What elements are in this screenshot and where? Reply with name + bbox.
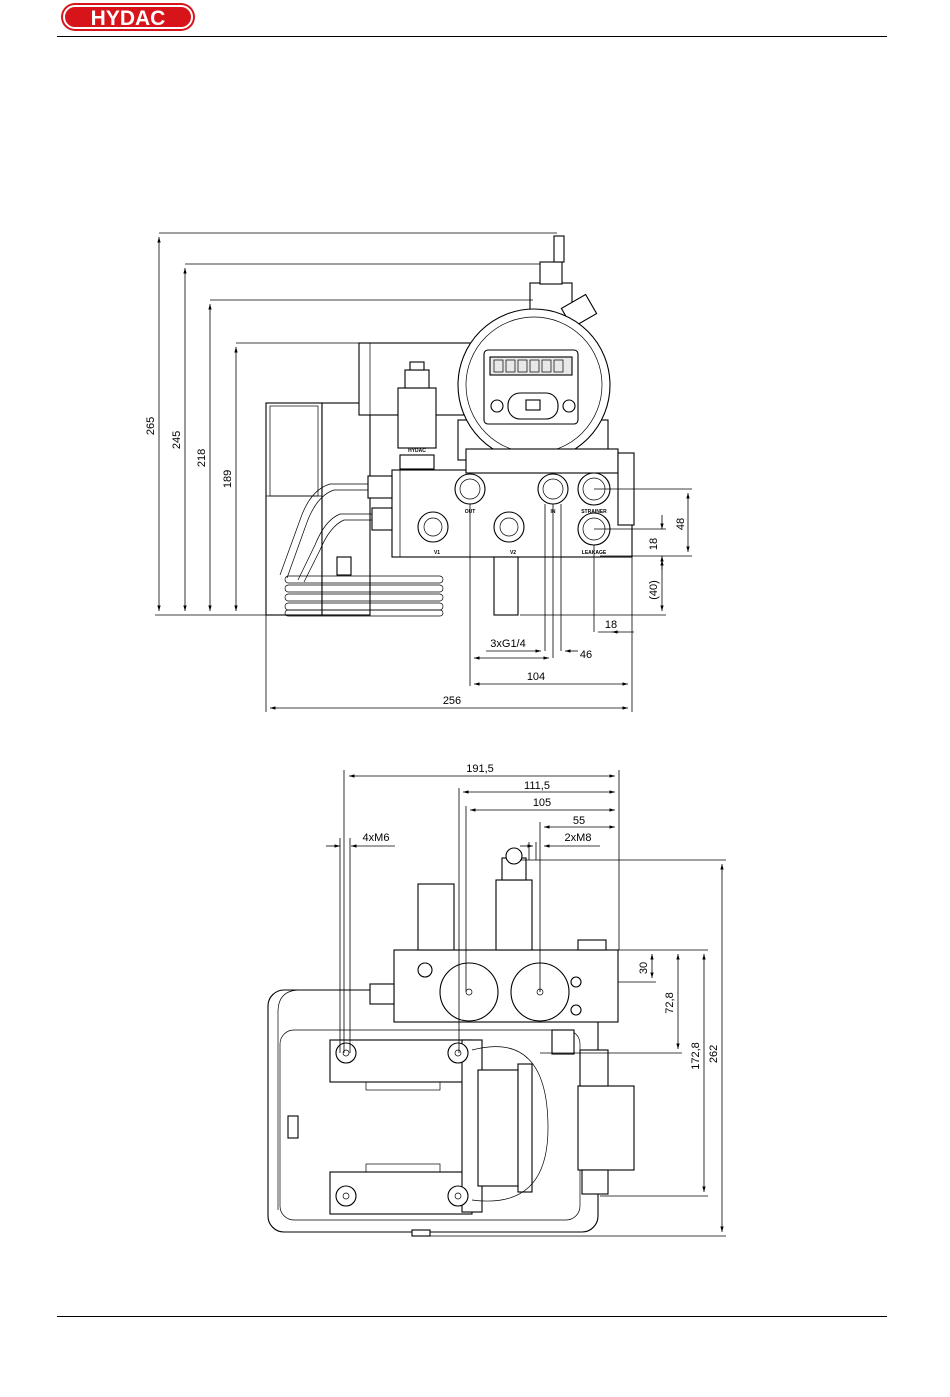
dim-4xm6: 4xM6 — [363, 832, 390, 844]
top-manifold — [394, 950, 618, 1022]
svg-text:V2: V2 — [510, 550, 516, 556]
dim-18-h: 18 — [605, 619, 617, 631]
solenoid-label: HYDAC — [408, 448, 426, 454]
footer-rule — [57, 1316, 887, 1317]
dim-262: 262 — [708, 1045, 720, 1063]
dim-172-8: 172,8 — [690, 1042, 702, 1070]
dim-46: 46 — [580, 649, 592, 661]
side-view: HYDAC OUT IN — [145, 233, 692, 712]
dim-18-v: 18 — [648, 538, 660, 550]
top-valve-2 — [496, 880, 532, 950]
dim-218: 218 — [196, 449, 208, 467]
dim-111-5: 111,5 — [524, 780, 550, 792]
dim-191-5: 191,5 — [466, 763, 494, 775]
dim-3xg14: 3xG1/4 — [490, 638, 525, 650]
sensor-block — [578, 1086, 634, 1170]
solenoid-valve — [398, 388, 436, 448]
dim-265: 265 — [145, 417, 157, 435]
dim-256: 256 — [443, 695, 461, 707]
dim-245: 245 — [171, 431, 183, 449]
top-view: 191,5 111,5 105 55 2xM8 4xM6 30 72,8 172… — [268, 763, 726, 1236]
dim-72-8: 72,8 — [664, 992, 676, 1013]
port-strainer: STRAINER — [578, 473, 610, 515]
dim-30: 30 — [638, 962, 650, 974]
svg-text:V1: V1 — [434, 550, 440, 556]
dim-55: 55 — [573, 815, 585, 827]
dim-2xm8: 2xM8 — [565, 832, 592, 844]
top-valve-1 — [418, 884, 454, 950]
dim-189: 189 — [222, 470, 234, 488]
dim-104: 104 — [527, 671, 545, 683]
dim-48: 48 — [675, 518, 687, 530]
dim-40: (40) — [648, 580, 660, 600]
port-circle-1 — [440, 963, 498, 1021]
dim-105: 105 — [533, 797, 551, 809]
